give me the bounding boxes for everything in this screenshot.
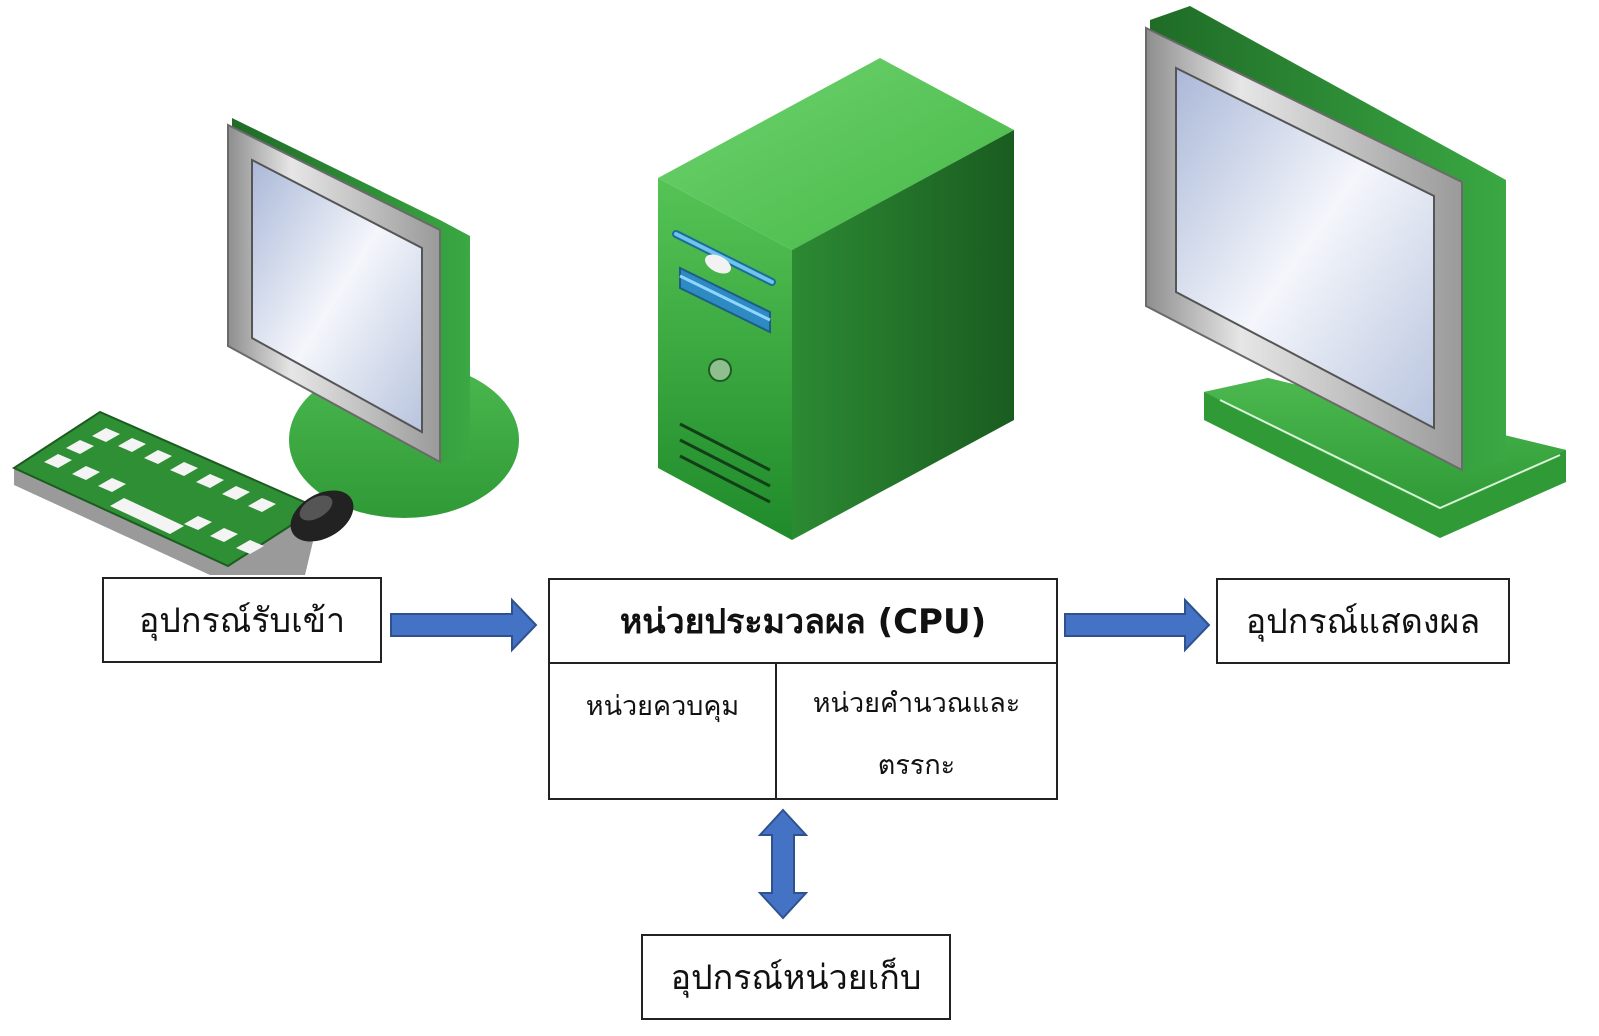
alu-label-line2: ตรรกะ: [877, 750, 956, 781]
control-unit-label: หน่วยควบคุม: [585, 691, 740, 722]
control-unit-cell: หน่วยควบคุม: [550, 664, 777, 798]
monitor-keyboard-icon: [11, 118, 519, 575]
arrow-cpu-storage-bidirectional: [757, 808, 809, 920]
cpu-title: หน่วยประมวลผล (CPU): [550, 580, 1056, 664]
output-device-box: อุปกรณ์แสดงผล: [1216, 578, 1510, 664]
computer-tower-icon: [658, 58, 1014, 540]
alu-label-line1: หน่วยคำนวณและ: [812, 688, 1021, 719]
input-device-label: อุปกรณ์รับเข้า: [138, 601, 346, 641]
arrow-cpu-to-output: [1064, 597, 1211, 653]
storage-device-label: อุปกรณ์หน่วยเก็บ: [670, 958, 922, 998]
storage-device-box: อุปกรณ์หน่วยเก็บ: [641, 934, 951, 1020]
input-device-box: อุปกรณ์รับเข้า: [102, 577, 382, 663]
arrow-input-to-cpu: [390, 597, 538, 653]
cpu-box: หน่วยประมวลผล (CPU) หน่วยควบคุม หน่วยคำน…: [548, 578, 1058, 800]
monitor-icon: [1145, 6, 1566, 538]
alu-cell: หน่วยคำนวณและ ตรรกะ: [777, 664, 1056, 798]
output-device-label: อุปกรณ์แสดงผล: [1245, 602, 1481, 642]
